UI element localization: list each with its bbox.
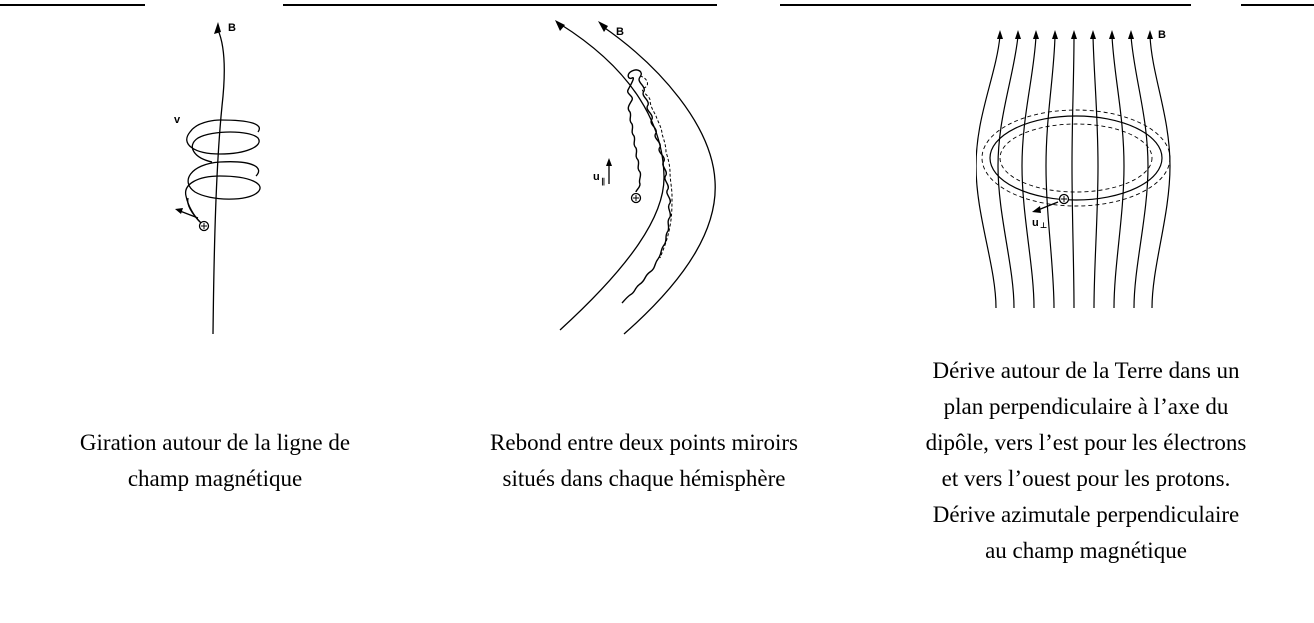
caption-bounce: Rebond entre deux points miroirs situés …: [430, 425, 858, 497]
field-label: B: [1158, 29, 1166, 41]
velocity-arrow: [180, 211, 198, 218]
caption-line: au champ magnétique: [985, 538, 1187, 563]
caption-line: plan perpendiculaire à l’axe du: [943, 394, 1229, 419]
bounce-trajectory: [622, 70, 670, 303]
table-top-rule-3: [780, 4, 1191, 6]
bounce-diagram: u ∥ B: [540, 16, 750, 346]
velocity-subscript: ⊥: [1040, 221, 1047, 230]
field-line-outer: [602, 26, 715, 334]
table-top-rule-4: [1241, 4, 1314, 6]
caption-line: Giration autour de la ligne de: [79, 430, 351, 455]
field-label: B: [616, 26, 624, 38]
caption-line: champ magnétique: [127, 466, 303, 491]
gyration-diagram: v B: [150, 16, 290, 346]
helix-trajectory: [186, 120, 260, 222]
caption-line: Dérive autour de la Terre dans un: [932, 358, 1240, 383]
caption-line: Dérive azimutale perpendiculaire: [932, 502, 1240, 527]
table-top-rule-1: [0, 4, 145, 6]
velocity-label: v: [174, 114, 181, 126]
caption-line: situés dans chaque hémisphère: [502, 466, 786, 491]
drift-ring: [990, 116, 1162, 200]
velocity-arrow: [1038, 202, 1058, 210]
caption-drift: Dérive autour de la Terre dans un plan p…: [858, 353, 1314, 569]
caption-line: et vers l’ouest pour les protons.: [941, 466, 1231, 491]
field-lines: [976, 36, 1170, 308]
field-label: B: [228, 22, 236, 34]
helix-lower-start: [188, 198, 202, 224]
table-top-rule-2: [283, 4, 717, 6]
field-arrowhead: [214, 22, 221, 34]
caption-line: dipôle, vers l’est pour les électrons: [925, 430, 1247, 455]
velocity-label: u: [593, 171, 600, 183]
caption-gyration: Giration autour de la ligne de champ mag…: [0, 425, 430, 497]
caption-line: Rebond entre deux points miroirs: [490, 430, 798, 455]
field-arrowheads: [997, 30, 1153, 39]
field-line-inner: [560, 24, 664, 330]
field-line: [213, 30, 224, 334]
velocity-label: u: [1032, 217, 1039, 229]
velocity-subscript: ∥: [601, 177, 605, 186]
drift-diagram: u ⊥ B: [976, 16, 1196, 316]
